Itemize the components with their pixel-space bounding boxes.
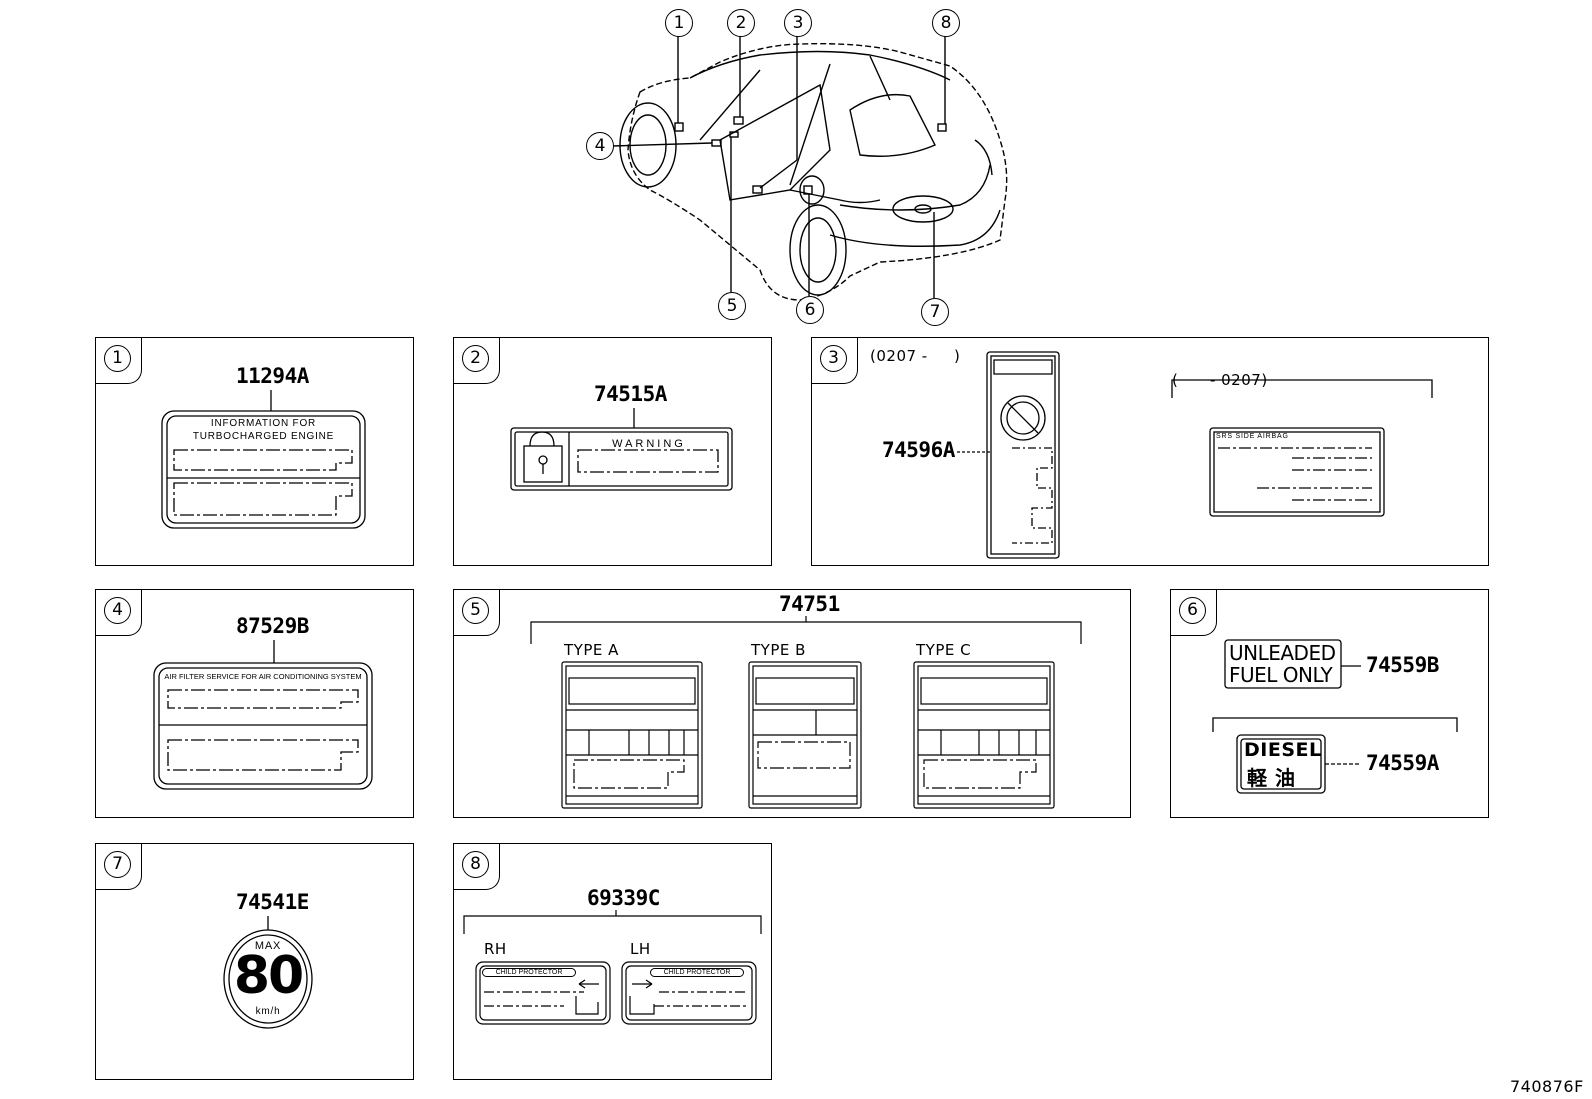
part-number-b: 74559B [1366,653,1439,677]
panel-tab: 8 [454,844,500,890]
warning-label [510,408,733,491]
fuel-labels [1212,639,1458,794]
label-line-2: TURBOCHARGED ENGINE [192,431,335,442]
range-new: (0207 - ) [870,347,961,365]
panel-number: 8 [462,851,489,878]
speed-unit: km/h [255,1006,281,1017]
part-number: 87529B [236,614,309,638]
type-b-label: TYPE B [751,641,806,659]
air-filter-label [153,640,373,790]
label-line-1: INFORMATION FOR [210,418,317,429]
part-number: 11294A [236,364,309,388]
panel-tab: 4 [96,590,142,636]
callout-2[interactable]: 2 [727,9,755,37]
panel-tab: 1 [96,338,142,384]
part-number: 74541E [236,890,309,914]
callout-7[interactable]: 7 [921,298,949,326]
label-header: AIR FILTER SERVICE FOR AIR CONDITIONING … [164,672,362,681]
panel-tab: 7 [96,844,142,890]
callout-6[interactable]: 6 [796,296,824,324]
speed-value: 80 [233,946,304,1006]
unleaded-line-2: FUEL ONLY [1229,663,1333,687]
child-protector-labels [463,910,762,1025]
panel-8: 8 69339C RH LH CHILD PROTECTOR CHILD PRO… [453,843,772,1080]
lh-label: LH [630,940,651,958]
panel-5: 5 74751 TYPE A TYPE B TYPE C [453,589,1131,818]
child-protector-rh: CHILD PROTECTOR [482,968,576,977]
part-number-a: 74559A [1366,751,1439,775]
diesel-jp-text: 軽 油 [1247,766,1296,790]
panel-1: 1 11294A INFORMATION FOR TURBOCHARGED EN… [95,337,414,566]
panel-number: 3 [820,345,847,372]
turbo-label [161,390,366,529]
panel-number: 4 [104,597,131,624]
part-number: 74751 [779,592,840,616]
panel-tab: 2 [454,338,500,384]
panel-7: 7 74541E MAX 80 km/h [95,843,414,1080]
panel-number: 5 [462,597,489,624]
unleaded-line-1: UNLEADED [1229,641,1336,665]
panel-2: 2 74515A WARNING [453,337,772,566]
panel-tab: 6 [1171,590,1217,636]
part-number: 74596A [882,438,955,462]
panel-number: 7 [104,851,131,878]
callout-5[interactable]: 5 [718,292,746,320]
panel-number: 2 [462,345,489,372]
type-a-label: TYPE A [564,641,619,659]
diesel-text: DIESEL [1244,739,1322,761]
panel-4: 4 87529B AIR FILTER SERVICE FOR AIR COND… [95,589,414,818]
srs-header: SRS SIDE AIRBAG [1216,433,1289,440]
callout-4[interactable]: 4 [586,132,614,160]
type-c-label: TYPE C [916,641,972,659]
rh-label: RH [484,940,507,958]
max-text: MAX [254,940,282,952]
part-number: 74515A [594,382,667,406]
callout-1[interactable]: 1 [665,9,693,37]
panel-number: 6 [1179,597,1206,624]
panel-6: 6 UNLEADED FUEL ONLY 74559B DIESEL 軽 油 7… [1170,589,1489,818]
car-illustration [611,34,1008,301]
part-number: 69339C [587,886,660,910]
speed-label [223,916,313,1029]
loading-info-labels [530,616,1082,809]
airbag-labels [957,351,1433,559]
panel-tab: 5 [454,590,500,636]
warning-text: WARNING [612,438,686,450]
panel-tab: 3 [812,338,858,384]
callout-8[interactable]: 8 [932,9,960,37]
diagram-id: 740876F [1510,1077,1584,1096]
panel-number: 1 [104,345,131,372]
panel-3: 3 (0207 - ) ( - 0207) 74596A SRS SIDE AI… [811,337,1489,566]
child-protector-lh: CHILD PROTECTOR [650,968,744,977]
callout-3[interactable]: 3 [784,9,812,37]
